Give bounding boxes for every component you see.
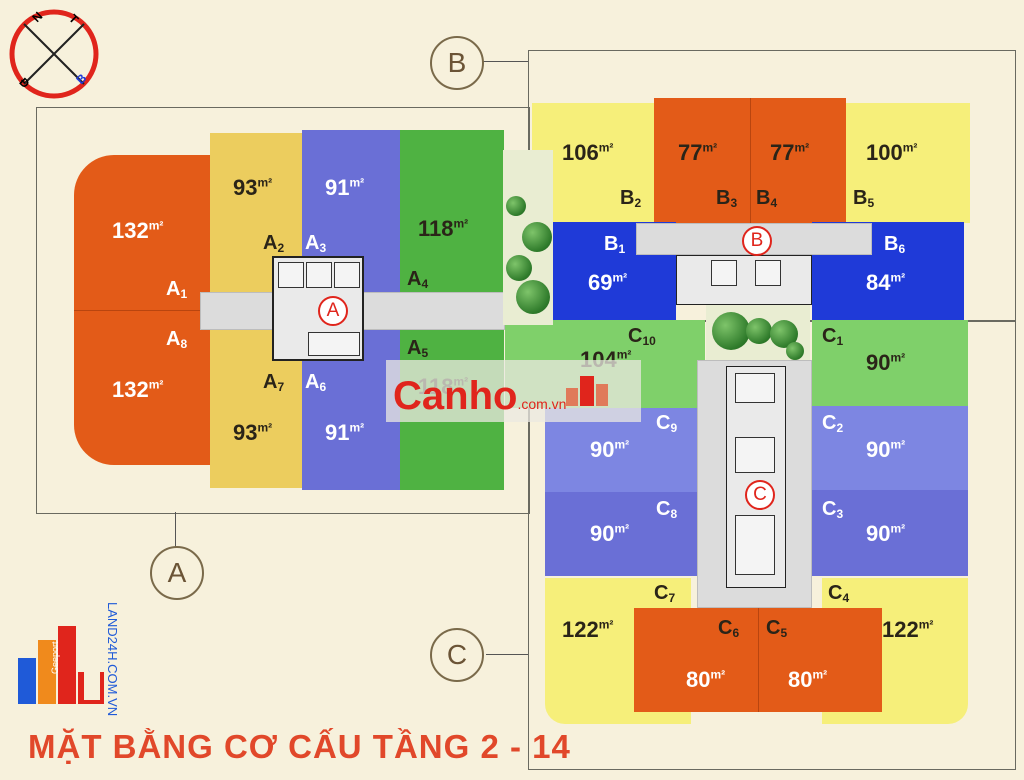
- unit-a1-code: A1: [166, 278, 188, 301]
- unit-c4-area: 122m²: [882, 617, 934, 642]
- unit-c7-area: 122m²: [562, 617, 614, 642]
- unit-c10-code: C10: [628, 325, 656, 348]
- unit-c8[interactable]: [545, 492, 697, 576]
- unit-c5-code: C5: [766, 617, 788, 640]
- unit-c9[interactable]: [545, 408, 697, 492]
- unit-b5-area: 100m²: [866, 140, 918, 165]
- unit-b1-area: 69m²: [588, 270, 628, 295]
- unit-c5[interactable]: [758, 608, 882, 712]
- tree-icon: [786, 342, 804, 360]
- unit-a6-area: 91m²: [325, 420, 365, 445]
- unit-a4-code: A4: [407, 268, 429, 291]
- unit-c2[interactable]: [812, 406, 968, 490]
- unit-a4-area: 118m²: [418, 216, 469, 241]
- block-c-label: C: [430, 628, 484, 682]
- geeport-text: Geeport: [50, 641, 60, 674]
- unit-a6-code: A6: [305, 371, 327, 394]
- hub-a: A: [318, 296, 348, 326]
- unit-b6-code: B6: [884, 233, 906, 256]
- unit-c7-code: C7: [654, 582, 676, 605]
- unit-c3-area: 90m²: [866, 521, 906, 546]
- unit-c6[interactable]: [634, 608, 758, 712]
- watermark-canho: Canho.com.vn: [393, 374, 567, 418]
- unit-c3[interactable]: [812, 490, 968, 576]
- logo-bar-icon: [18, 658, 36, 704]
- unit-b5[interactable]: [846, 103, 970, 223]
- hub-b: B: [742, 226, 772, 256]
- logo-bar-icon: [58, 626, 76, 704]
- tree-icon: [506, 196, 526, 216]
- unit-b2-area: 106m²: [562, 140, 614, 165]
- unit-c2-code: C2: [822, 412, 844, 435]
- unit-b4[interactable]: [750, 98, 846, 223]
- unit-a8-code: A8: [166, 328, 188, 351]
- unit-c1[interactable]: [812, 320, 968, 406]
- core-c: [726, 366, 786, 588]
- unit-a4[interactable]: [400, 130, 504, 293]
- unit-b6-area: 84m²: [866, 270, 906, 295]
- unit-a2-area: 93m²: [233, 175, 273, 200]
- unit-a8[interactable]: [74, 310, 210, 465]
- land24h-text: LAND24H.COM.VN: [105, 602, 120, 717]
- tree-icon: [712, 312, 750, 350]
- unit-b4-area: 77m²: [770, 140, 810, 165]
- unit-c3-code: C3: [822, 498, 844, 521]
- logo-bar-icon: [78, 672, 104, 704]
- unit-b4-code: B4: [756, 187, 778, 210]
- block-b-label: B: [430, 36, 484, 90]
- tree-icon: [522, 222, 552, 252]
- watermark-buildings-icon: [566, 376, 614, 406]
- unit-b2-code: B2: [620, 187, 642, 210]
- unit-a1-area: 132m²: [112, 218, 164, 243]
- unit-b3-area: 77m²: [678, 140, 718, 165]
- unit-c6-code: C6: [718, 617, 740, 640]
- unit-a2-code: A2: [263, 232, 285, 255]
- tree-icon: [506, 255, 532, 281]
- land24h-logo: LAND24H.COM.VN Geeport: [10, 602, 130, 716]
- hub-c: C: [745, 480, 775, 510]
- unit-c6-area: 80m²: [686, 667, 726, 692]
- tree-icon: [516, 280, 550, 314]
- core-b: [676, 255, 812, 305]
- compass: N T B Đ: [6, 6, 102, 102]
- unit-b3[interactable]: [654, 98, 750, 223]
- unit-b3-code: B3: [716, 187, 738, 210]
- unit-c8-code: C8: [656, 498, 678, 521]
- unit-a3-code: A3: [305, 232, 327, 255]
- unit-c4-code: C4: [828, 582, 850, 605]
- unit-b5-code: B5: [853, 187, 875, 210]
- unit-a1[interactable]: [74, 155, 210, 310]
- compass-icon: [9, 9, 99, 99]
- unit-c9-area: 90m²: [590, 437, 630, 462]
- unit-a3-area: 91m²: [325, 175, 365, 200]
- unit-c1-code: C1: [822, 325, 844, 348]
- block-a-label: A: [150, 546, 204, 600]
- unit-c2-area: 90m²: [866, 437, 906, 462]
- logo-bar-icon: [38, 640, 56, 704]
- unit-c5-area: 80m²: [788, 667, 828, 692]
- page-title: MẶT BẰNG CƠ CẤU TẦNG 2 - 14: [28, 728, 571, 765]
- unit-a5-code: A5: [407, 337, 429, 360]
- unit-a8-area: 132m²: [112, 377, 164, 402]
- unit-b1-code: B1: [604, 233, 626, 256]
- unit-c8-area: 90m²: [590, 521, 630, 546]
- unit-a7-area: 93m²: [233, 420, 273, 445]
- unit-a7-code: A7: [263, 371, 285, 394]
- unit-c9-code: C9: [656, 412, 678, 435]
- tree-icon: [746, 318, 772, 344]
- unit-c1-area: 90m²: [866, 350, 906, 375]
